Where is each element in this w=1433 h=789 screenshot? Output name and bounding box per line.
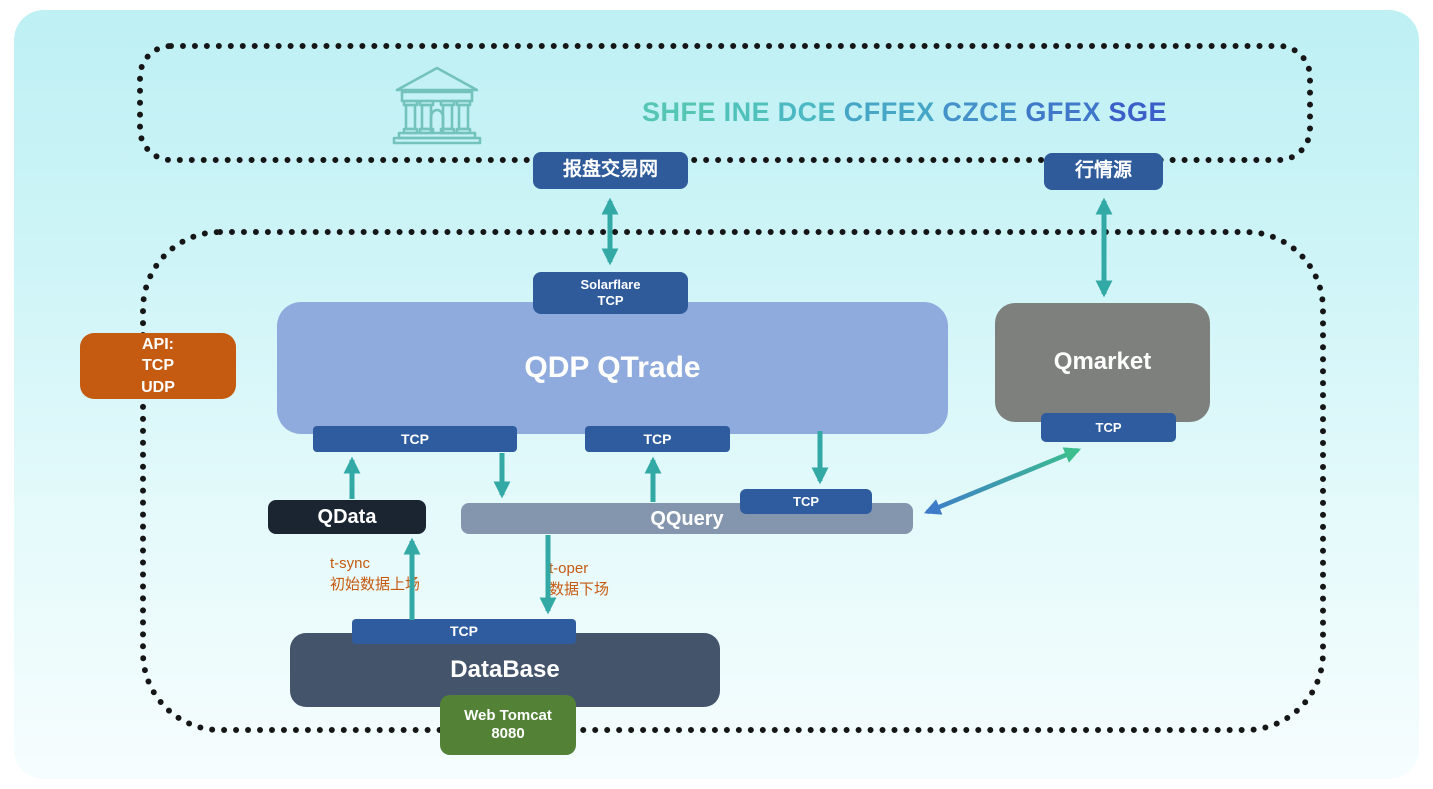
db-tcp-label: TCP [450, 623, 478, 640]
solarflare-protocol-label: TCP [597, 293, 624, 308]
t-oper-annotation: t-oper 数据下场 [549, 559, 609, 600]
qquery-label: QQuery [650, 507, 724, 530]
qtrade-tcp-left-port: TCP [313, 426, 517, 452]
api-protocols-node: API: TCP UDP [80, 333, 236, 399]
qmarket-tcp-label: TCP [1095, 419, 1122, 435]
api-label: API: [142, 335, 174, 353]
web-tomcat-port-label: 8080 [491, 725, 525, 742]
exchange-dce: DCE [777, 96, 837, 127]
t-oper-desc: 数据下场 [549, 580, 610, 598]
qmarket-label: Qmarket [1053, 348, 1152, 376]
quote-gateway-node: 报盘交易网 [533, 152, 688, 189]
database-node: DataBase [290, 633, 720, 707]
qtrade-tcp-mid-port: TCP [585, 426, 730, 452]
market-source-label: 行情源 [1074, 160, 1132, 182]
tcp-left-label: TCP [401, 430, 429, 447]
exchange-ine: INE [723, 96, 771, 127]
t-sync-annotation: t-sync 初始数据上场 [330, 554, 420, 595]
qmarket-node: Qmarket [995, 303, 1210, 422]
exchange-shfe: SHFE [642, 96, 717, 127]
qquery-tcp-port: TCP [740, 489, 872, 514]
exchange-czce: CZCE [942, 96, 1018, 127]
qdata-node: QData [268, 500, 426, 534]
bank-building-icon [391, 63, 483, 145]
api-tcp-label: TCP [142, 357, 174, 375]
t-oper-label: t-oper [549, 560, 589, 577]
t-sync-label: t-sync [330, 555, 371, 572]
t-sync-desc: 初始数据上场 [330, 575, 421, 593]
exchange-cffex: CFFEX [843, 96, 935, 127]
database-tcp-port: TCP [352, 619, 576, 644]
exchange-list: SHFE INE DCE CFFEX CZCE GFEX SGE [642, 96, 1167, 128]
web-tomcat-node: Web Tomcat 8080 [440, 695, 576, 755]
tcp-qquery-label: TCP [793, 493, 819, 509]
database-label: DataBase [450, 655, 560, 683]
exchanges-dotted-frame [137, 43, 1313, 163]
internal-system-dotted-frame [140, 229, 1326, 733]
quote-gateway-label: 报盘交易网 [562, 159, 658, 181]
qdata-label: QData [317, 506, 377, 528]
qmarket-tcp-port: TCP [1041, 413, 1176, 442]
exchange-sge: SGE [1108, 96, 1167, 127]
qdp-qtrade-label: QDP QTrade [524, 351, 701, 384]
solarflare-tcp-node: Solarflare TCP [533, 272, 688, 314]
exchange-gfex: GFEX [1025, 96, 1101, 127]
api-udp-label: UDP [141, 378, 175, 396]
solarflare-label: Solarflare [580, 277, 641, 293]
qdp-qtrade-node: QDP QTrade [277, 302, 948, 434]
market-source-node: 行情源 [1044, 153, 1163, 190]
web-tomcat-label: Web Tomcat [464, 707, 552, 724]
tcp-mid-label: TCP [643, 430, 672, 447]
